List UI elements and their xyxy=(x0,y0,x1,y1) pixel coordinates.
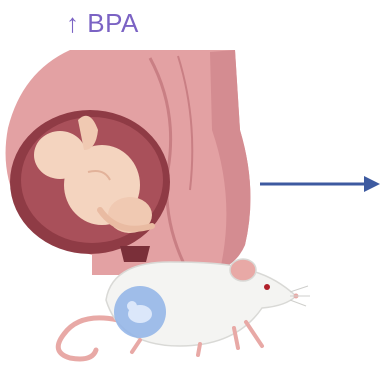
mouse-ear xyxy=(230,259,256,281)
pregnant-torso-with-fetus-icon xyxy=(6,50,251,275)
cervix xyxy=(120,246,150,262)
mouse-eye xyxy=(264,284,270,290)
right-arrow-icon xyxy=(260,176,380,192)
mouse-whiskers xyxy=(290,286,310,306)
mouse-tail xyxy=(58,318,118,359)
